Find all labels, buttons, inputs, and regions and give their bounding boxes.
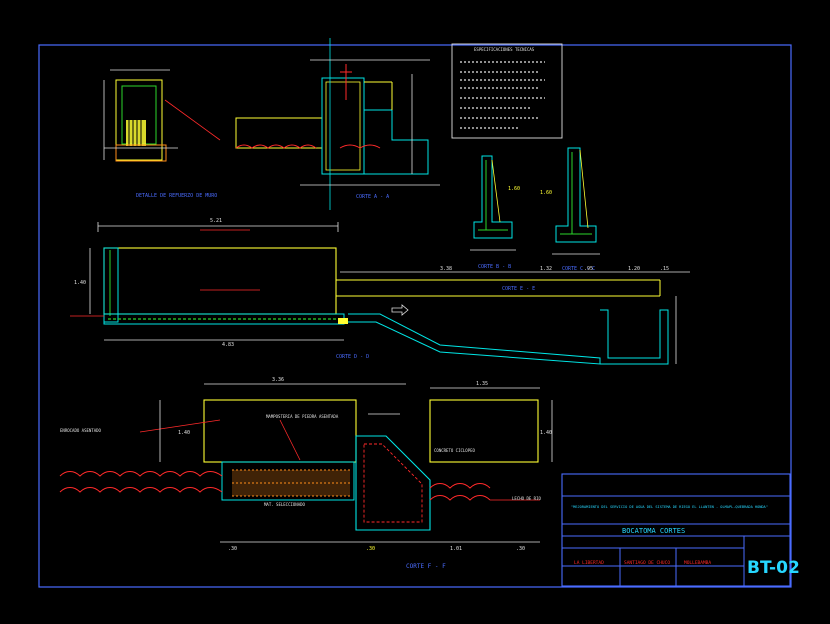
mamposteria-note: MAMPOSTERIA DE PIEDRA ASENTADA bbox=[266, 414, 339, 419]
bottom-dim-3: 1.01 bbox=[450, 546, 462, 552]
lecho-rio-note: LECHO DE RIO bbox=[512, 496, 541, 501]
wall-height-1: 1.60 bbox=[508, 186, 520, 192]
wall-height-2: 1.60 bbox=[540, 190, 552, 196]
project-title: "MEJORAMIENTO DEL SERVICIO DE AGUA DEL S… bbox=[571, 505, 768, 509]
wall-reinforcement-detail bbox=[103, 69, 221, 162]
mat-seleccionado-note: MAT. SELECCIONADO bbox=[264, 502, 306, 507]
top-main-width: 5.21 bbox=[210, 218, 222, 224]
detail-label: DETALLE DE REFUERZO DE MURO bbox=[136, 193, 217, 199]
corte-cc-label: CORTE C - C bbox=[562, 266, 595, 272]
corte-aa-label: CORTE A - A bbox=[356, 194, 389, 200]
mid-base-length: 4.83 bbox=[222, 342, 234, 348]
corte-dd-drawing bbox=[70, 222, 690, 365]
concreto-ciclopeo-note: CONCRETO CICLOPEO bbox=[434, 448, 476, 453]
title-block bbox=[561, 473, 791, 587]
specifications-title: ESPECIFICACIONES TECNICAS bbox=[474, 47, 535, 52]
bottom-dim-4: .30 bbox=[516, 546, 525, 552]
bottom-width-2: 1.35 bbox=[476, 381, 488, 387]
province-value: SANTIAGO DE CHUCO bbox=[624, 560, 670, 566]
bottom-dim-2: .30 bbox=[366, 546, 375, 552]
bottom-dim-1: .30 bbox=[228, 546, 237, 552]
corte-bb-drawing bbox=[470, 155, 516, 251]
specifications-box bbox=[451, 43, 563, 139]
canal-len-1: 3.38 bbox=[440, 266, 452, 272]
district-value: MOLLEBAMBA bbox=[684, 560, 711, 566]
canal-len-2: 1.32 bbox=[540, 266, 552, 272]
corte-ee-label: CORTE E - E bbox=[502, 286, 535, 292]
canal-len-5: .15 bbox=[660, 266, 669, 272]
bottom-width-1: 3.36 bbox=[272, 377, 284, 383]
canal-len-3: .95 bbox=[584, 266, 593, 272]
drawing-title: BOCATOMA CORTES bbox=[622, 527, 685, 535]
corte-cc-drawing bbox=[552, 147, 600, 255]
sheet-code: BT-02 bbox=[747, 558, 800, 578]
corte-bb-label: CORTE B - B bbox=[478, 264, 511, 270]
region-value: LA LIBERTAD bbox=[574, 560, 604, 566]
mid-main-height: 1.40 bbox=[74, 280, 86, 286]
corte-ff-label: CORTE F - F bbox=[406, 563, 446, 570]
corte-aa-drawing bbox=[235, 38, 440, 210]
bottom-height-right: 1.40 bbox=[540, 430, 552, 436]
corte-ff-drawing bbox=[59, 383, 553, 543]
enrocado-note: ENROCADO ASENTADO bbox=[60, 428, 102, 433]
canal-len-4: 1.20 bbox=[628, 266, 640, 272]
bottom-height-left: 1.40 bbox=[178, 430, 190, 436]
corte-dd-label: CORTE D - D bbox=[336, 354, 369, 360]
sheet-frame bbox=[38, 44, 792, 588]
